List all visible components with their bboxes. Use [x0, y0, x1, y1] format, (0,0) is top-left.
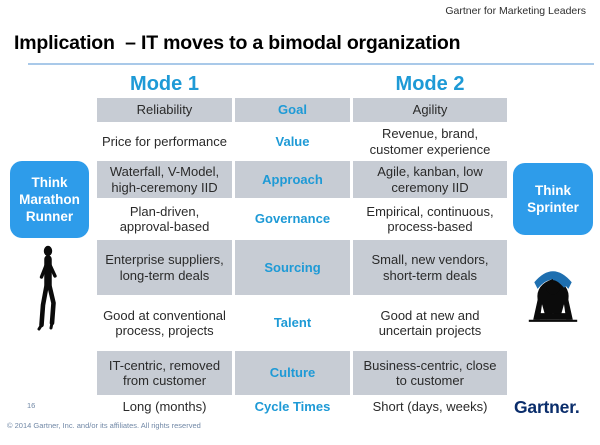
table-cell-mode2: Empirical, continuous, process-based [366, 203, 494, 234]
page-number: 16 [27, 401, 36, 410]
mode2-column-header: Mode 2 [395, 73, 465, 95]
table-cell-mode1: IT-centric, removed from customer [97, 351, 232, 395]
table-cell-attribute: Goal [235, 98, 350, 122]
table-cell-attribute: Culture [235, 351, 350, 395]
think-marathon-runner-badge: Think Marathon Runner [10, 161, 89, 238]
page-title: Implication – IT moves to a bimodal orga… [14, 32, 461, 54]
table-cell-attribute: Sourcing [235, 240, 350, 295]
table-cell-mode2: Short (days, weeks) [372, 399, 488, 415]
table-cell-mode1: Price for performance [102, 133, 227, 149]
table-cell-mode2: Agile, kanban, low ceremony IID [353, 161, 507, 198]
bimodal-comparison-table: Mode 1 Mode 2 Reliability Goal Agility P… [97, 73, 507, 416]
think-sprinter-badge: Think Sprinter [513, 163, 593, 235]
table-cell-attribute: Approach [235, 161, 350, 198]
gartner-logo: Gartner. [514, 397, 580, 417]
table-cell-mode2: Good at new and uncertain projects [378, 307, 482, 338]
table-cell-attribute: Talent [273, 315, 312, 331]
table-cell-mode1: Plan-driven, approval-based [119, 203, 210, 234]
table-cell-mode1: Waterfall, V-Model, high-ceremony IID [97, 161, 232, 198]
header-spacer [235, 74, 350, 95]
table-cell-mode1: Long (months) [122, 399, 207, 415]
table-cell-attribute: Governance [254, 211, 331, 227]
table-cell-mode2: Agility [353, 98, 507, 122]
table-cell-mode2: Small, new vendors, short-term deals [353, 240, 507, 295]
table-cell-mode2: Business-centric, close to customer [353, 351, 507, 395]
sprinter-icon [528, 271, 578, 322]
marathon-runner-icon [37, 245, 57, 331]
table-cell-mode1: Reliability [97, 98, 232, 122]
mode1-column-header: Mode 1 [130, 73, 199, 95]
table-cell-attribute: Cycle Times [254, 399, 331, 415]
table-cell-attribute: Value [275, 133, 310, 149]
table-cell-mode1: Enterprise suppliers, long-term deals [97, 240, 232, 295]
brand-header: Gartner for Marketing Leaders [445, 5, 586, 17]
title-underline [28, 63, 594, 65]
table-cell-mode2: Revenue, brand, customer experience [369, 126, 491, 157]
table-cell-mode1: Good at conventional process, projects [103, 307, 226, 338]
copyright-text: © 2014 Gartner, Inc. and/or its affiliat… [7, 421, 201, 430]
